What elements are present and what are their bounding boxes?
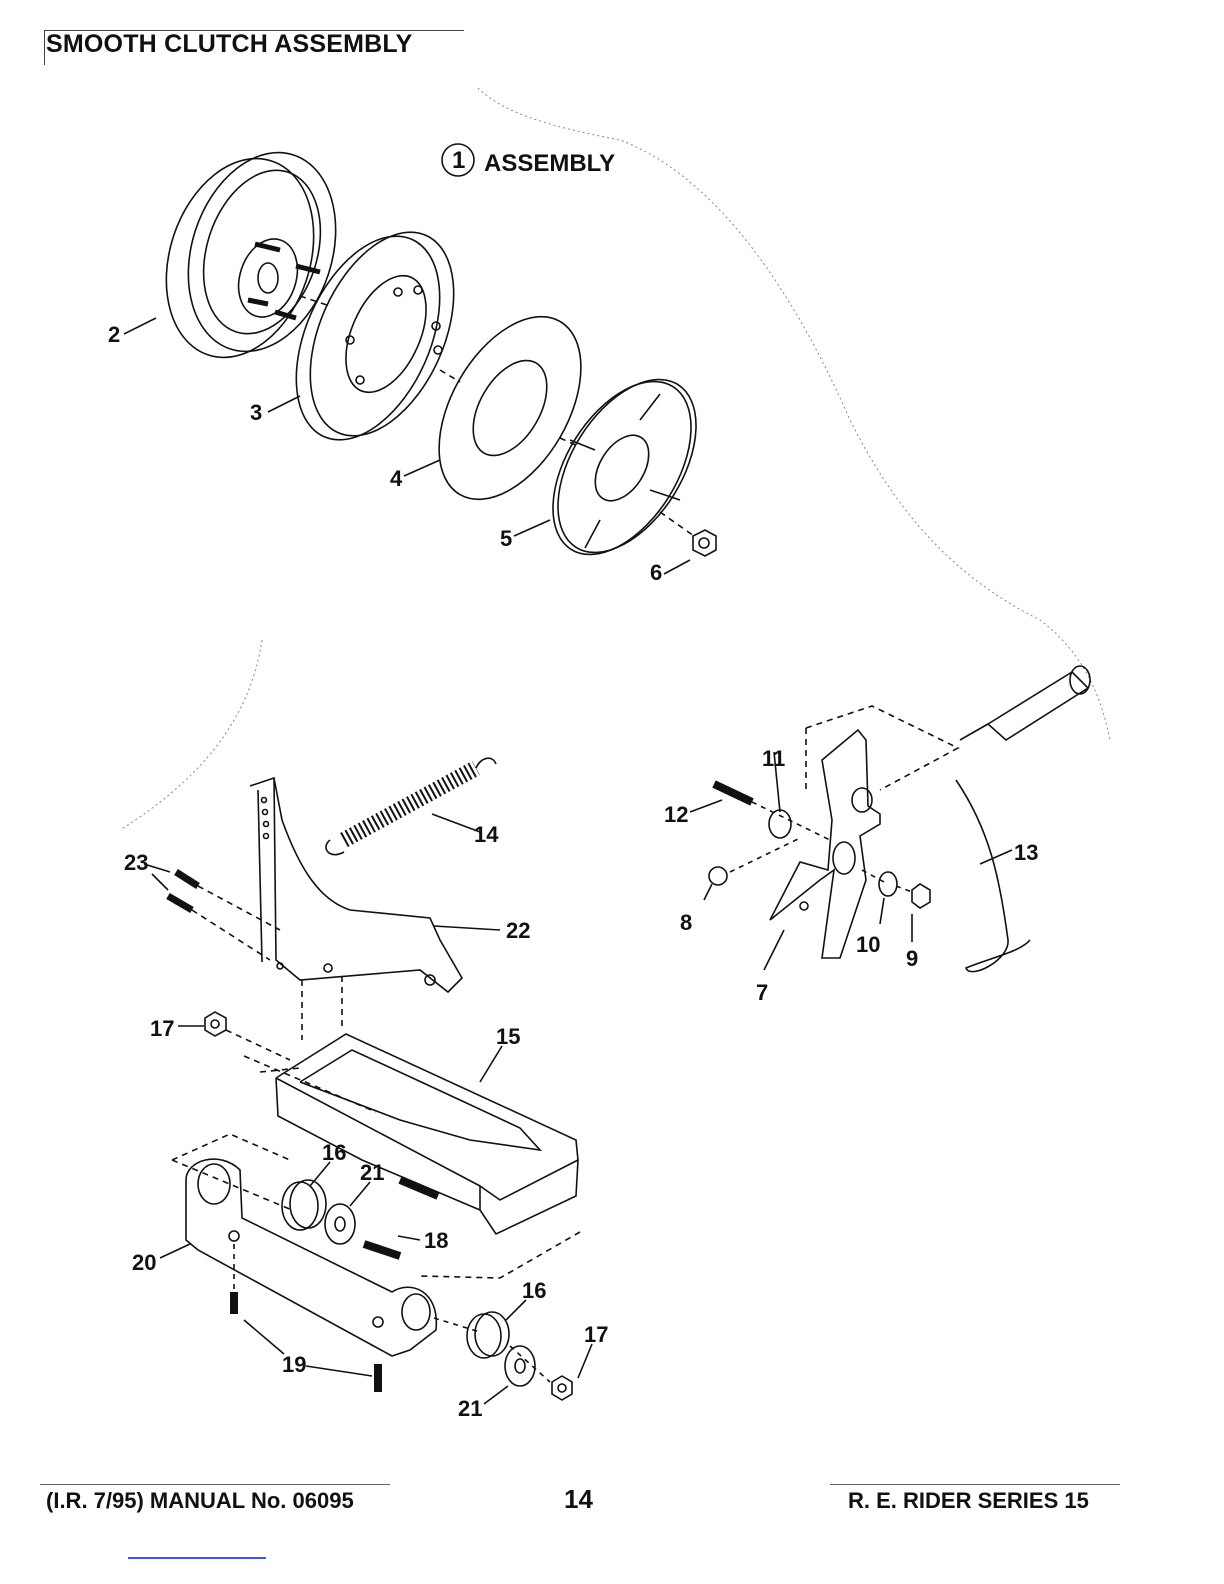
spacer-part-11 xyxy=(769,810,791,838)
assembly-axis xyxy=(300,296,694,536)
callout-15: 15 xyxy=(496,1024,520,1049)
callout-14: 14 xyxy=(474,822,499,847)
callout-2: 2 xyxy=(108,322,120,347)
plate-part-5 xyxy=(524,355,724,578)
pulley-part-2 xyxy=(142,133,360,376)
assembly-label: ASSEMBLY xyxy=(484,150,615,177)
callout-8: 8 xyxy=(680,910,692,935)
bracket-part-22 xyxy=(250,778,462,992)
nut-part-6 xyxy=(693,530,716,556)
drum-part-3 xyxy=(267,210,482,462)
callout-16-upper: 16 xyxy=(322,1140,346,1165)
leader-lines xyxy=(124,318,1012,1404)
footer-manual: (I.R. 7/95) MANUAL No. 06095 xyxy=(46,1488,354,1514)
screws-part-19 xyxy=(234,1292,378,1392)
callout-4: 4 xyxy=(390,466,403,491)
callout-16-lower: 16 xyxy=(522,1278,546,1303)
assembly-number: 1 xyxy=(452,147,465,174)
background-curve xyxy=(478,88,1110,740)
spring-part-14 xyxy=(326,758,496,854)
callout-3: 3 xyxy=(250,400,262,425)
background-curve-left xyxy=(120,640,262,830)
page-number: 14 xyxy=(564,1484,593,1515)
nut-part-9 xyxy=(912,884,930,908)
footer-rule-left xyxy=(40,1484,390,1485)
pedal-axis xyxy=(806,706,958,790)
nut-part-17-lower xyxy=(552,1376,572,1400)
footer-series: R. E. RIDER SERIES 15 xyxy=(848,1488,1089,1514)
callout-12: 12 xyxy=(664,802,688,827)
screws-part-23 xyxy=(168,872,198,910)
screw-axis-23 xyxy=(192,886,342,1040)
callout-7: 7 xyxy=(756,980,768,1005)
base-part-15 xyxy=(276,1034,578,1234)
callout-11: 11 xyxy=(762,746,785,771)
cable-part-13 xyxy=(956,666,1090,972)
footer-rule-right xyxy=(830,1484,1120,1485)
callout-20: 20 xyxy=(132,1250,156,1275)
callout-10: 10 xyxy=(856,932,880,957)
callout-22: 22 xyxy=(506,918,530,943)
callout-23: 23 xyxy=(124,850,148,875)
callout-5: 5 xyxy=(500,526,512,551)
callout-18: 18 xyxy=(424,1228,448,1253)
callout-13: 13 xyxy=(1014,840,1038,865)
washer-part-21-upper xyxy=(325,1204,355,1244)
bolt-part-12 xyxy=(714,784,752,802)
callout-9: 9 xyxy=(906,946,918,971)
base-axis xyxy=(244,1056,376,1112)
callout-21-lower: 21 xyxy=(458,1396,482,1421)
nut-part-17-upper xyxy=(205,1012,226,1036)
callout-21-upper: 21 xyxy=(360,1160,384,1185)
callout-17-upper: 17 xyxy=(150,1016,174,1041)
roller-part-16-upper xyxy=(282,1180,326,1230)
callout-6: 6 xyxy=(650,560,662,585)
washer-part-21-lower xyxy=(505,1346,535,1386)
washer-part-10 xyxy=(879,872,897,896)
blue-rule xyxy=(128,1557,266,1559)
roller-part-16-lower xyxy=(467,1312,509,1358)
callout-19: 19 xyxy=(282,1352,306,1377)
callout-17-lower: 17 xyxy=(584,1322,608,1347)
clip-part-8 xyxy=(709,867,727,885)
